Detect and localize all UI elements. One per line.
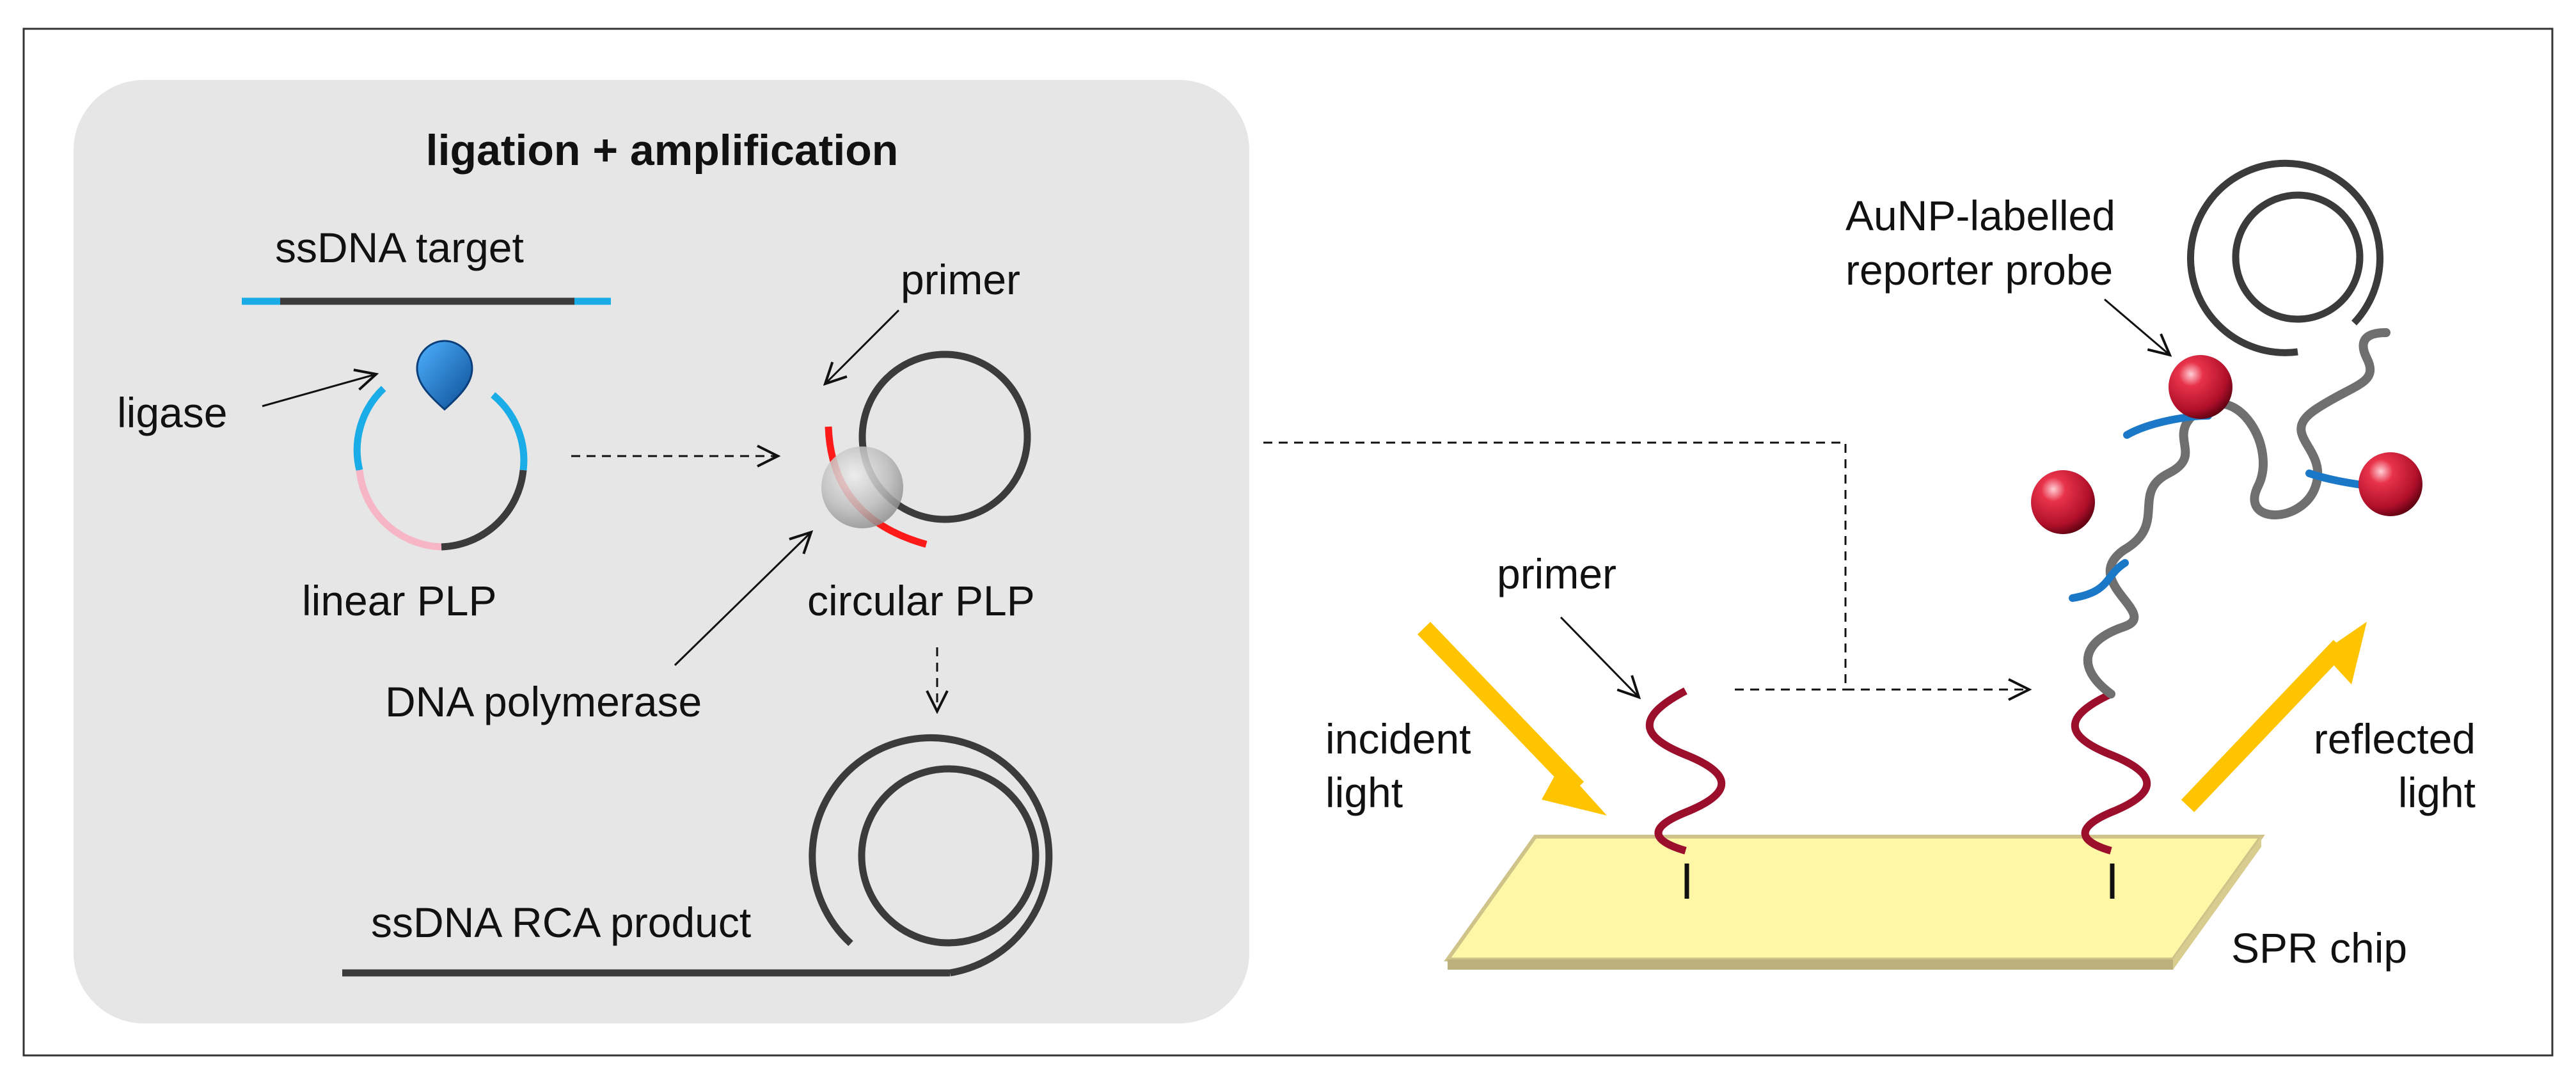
reflected-light-arrowhead xyxy=(2322,622,2367,684)
spr-chip xyxy=(1444,835,2265,970)
dna-polymerase-icon xyxy=(821,446,903,528)
captured-helix xyxy=(2071,690,2151,855)
linear-plp xyxy=(353,386,528,551)
reflected-light-label-line2: light xyxy=(2398,769,2476,816)
spr-chip-label: SPR chip xyxy=(2231,924,2407,972)
primer-pointer-arrow xyxy=(825,309,900,384)
linear-plp-label: linear PLP xyxy=(302,577,497,624)
reporter-pointer-arrow xyxy=(2104,298,2170,355)
reporter-probe-label-line2: reporter probe xyxy=(1845,246,2113,294)
connector-arrow xyxy=(1263,441,2029,690)
polymerase-pointer-arrow xyxy=(674,532,811,667)
circular-plp xyxy=(858,351,1031,523)
aunp-icon xyxy=(2031,470,2095,534)
aunp-icon xyxy=(2169,355,2232,419)
primer-label-spr: primer xyxy=(1497,550,1616,597)
aunp-icon xyxy=(2359,452,2422,516)
circular-plp-label: circular PLP xyxy=(807,577,1035,624)
rca-product xyxy=(342,734,1053,977)
panel-title: ligation + amplification xyxy=(426,126,899,175)
dna-polymerase-label: DNA polymerase xyxy=(385,678,702,725)
ligase-label: ligase xyxy=(117,389,227,436)
incident-light-label-line1: incident xyxy=(1325,715,1471,762)
reflected-light-arrow xyxy=(2181,640,2347,812)
ssdna-target-label: ssDNA target xyxy=(275,224,524,271)
primer-pointer-arrow-spr xyxy=(1560,616,1639,697)
rca-product-label: ssDNA RCA product xyxy=(371,899,751,946)
primer-label-panel: primer xyxy=(901,256,1020,303)
rca-strand-wavy xyxy=(2083,328,2390,698)
reporter-tail-1 xyxy=(2069,559,2129,602)
rca-coil xyxy=(2186,159,2383,356)
ligase-pointer-arrow xyxy=(262,374,376,407)
primer-helix xyxy=(1645,687,1726,855)
incident-light-label-line2: light xyxy=(1325,769,1403,816)
ligase-icon xyxy=(416,340,473,411)
reporter-probe-label-line1: AuNP-labelled xyxy=(1845,192,2115,239)
ligation-panel xyxy=(74,80,1249,1023)
incident-light-arrow xyxy=(1417,622,1584,794)
outer-frame xyxy=(22,28,2554,1057)
reflected-light-label-line1: reflected xyxy=(2314,715,2476,762)
incident-light-arrowhead xyxy=(1542,764,1607,816)
